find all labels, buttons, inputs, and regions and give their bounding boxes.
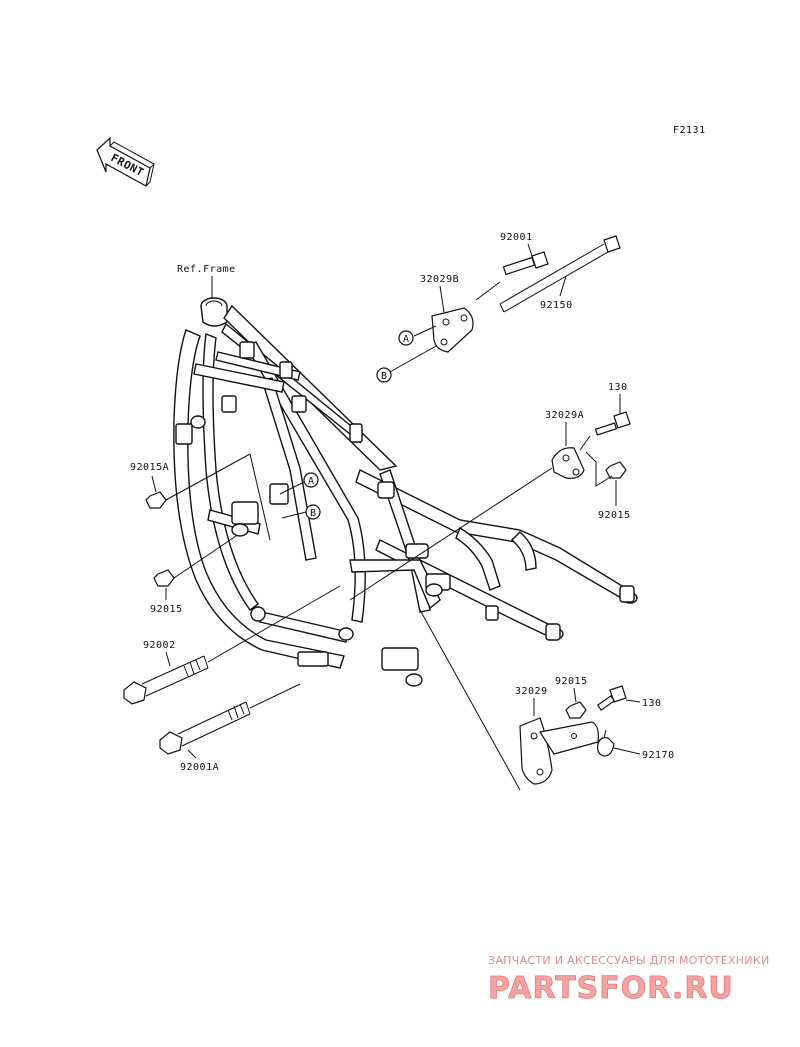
bolt-92001A: [159, 701, 251, 755]
motorcycle-frame: [173, 297, 638, 687]
bolt-92002: [123, 655, 209, 705]
watermark-brand: PARTSFOR.RU: [488, 971, 734, 1006]
label-92015-lower: 92015: [555, 676, 588, 687]
label-32029A: 32029A: [545, 410, 584, 421]
label-92001: 92001: [500, 232, 533, 243]
bracket-32029B: [431, 307, 474, 353]
bracket-32029: [519, 717, 599, 785]
marker-a-upper-label: A: [403, 334, 410, 345]
diagram-code: F2131: [673, 125, 706, 136]
marker-a-frame-label: A: [308, 476, 315, 487]
bracket-32029A: [551, 447, 585, 479]
label-32029: 32029: [515, 686, 548, 697]
nut-92015-right: [605, 461, 627, 479]
marker-b-frame: [305, 504, 321, 520]
nut-92015-lower: [565, 701, 587, 719]
label-92002: 92002: [143, 640, 176, 651]
bolt-130-lower: [596, 685, 627, 711]
bolt-92150: [499, 235, 621, 313]
bolt-130-upper: [594, 411, 631, 436]
label-92015-right: 92015: [598, 510, 631, 521]
marker-b-frame-label: B: [310, 508, 317, 519]
marker-b-upper-label: B: [381, 371, 388, 382]
label-92015A: 92015A: [130, 462, 169, 473]
front-arrow-icon: FRONT: [96, 136, 155, 187]
clip-92170: [597, 729, 615, 757]
label-130-lower: 130: [642, 698, 662, 709]
marker-b-upper: [376, 367, 392, 383]
ref-frame-label: Ref.Frame: [177, 264, 236, 275]
label-92015-left: 92015: [150, 604, 183, 615]
label-130-upper: 130: [608, 382, 628, 393]
label-92001A: 92001A: [180, 762, 219, 773]
nut-92015-left: [153, 569, 175, 587]
nut-92015A: [145, 491, 167, 509]
watermark-tagline: ЗАПЧАСТИ И АКСЕССУАРЫ ДЛЯ МОТОТЕХНИКИ: [488, 954, 770, 967]
label-32029B: 32029B: [420, 274, 459, 285]
label-92170: 92170: [642, 750, 675, 761]
marker-a-upper: [398, 330, 414, 346]
label-92150: 92150: [540, 300, 573, 311]
marker-a-frame: [303, 472, 319, 488]
bolt-92001: [502, 251, 549, 276]
